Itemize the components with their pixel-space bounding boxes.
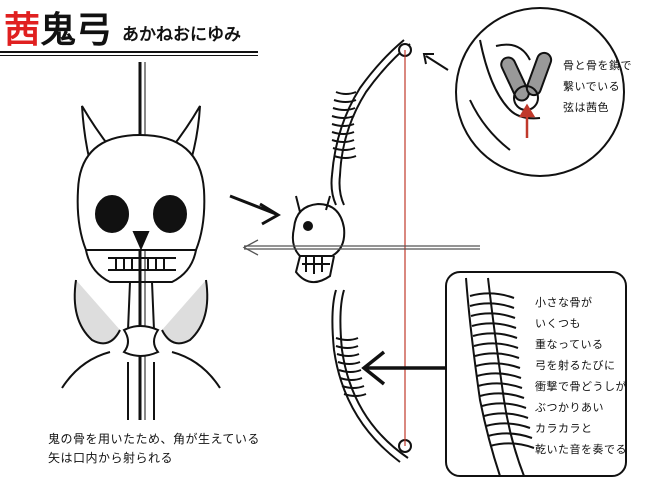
large-skull-drawing [61,62,221,420]
pointer-arrow-tip [422,53,449,71]
pointer-arrow-coil [361,350,446,386]
title-block: 茜 鬼弓 あかねおにゆみ [4,6,241,50]
caption-inset-top: 骨と骨を鎖で 繋いでいる 弦は茜色 [563,55,632,118]
caption-inset-bottom-line-7: カラカラと [535,422,593,435]
caption-inset-top-line-1: 骨と骨を鎖で [563,59,632,72]
caption-inset-bottom-line-5: 衝撃で骨どうしが [535,380,627,393]
pointer-arrow-skull [229,194,281,226]
caption-inset-bottom-line-1: 小さな骨が [535,296,593,309]
inset-circle-drawing [469,39,553,151]
caption-inset-bottom-line-8: 乾いた音を奏でる [535,443,627,456]
caption-inset-bottom-line-2: いくつも [535,317,581,330]
bow-drawing [291,39,412,463]
caption-inset-top-line-2: 繋いでいる [563,80,621,93]
inset-string-pointer [518,103,536,138]
title-reading: あかねおにゆみ [122,25,242,45]
arrow-drawing [242,239,480,256]
title-underline [0,51,258,53]
inset-box-coil [465,277,535,477]
caption-inset-bottom-line-4: 弓を射るたびに [535,359,616,372]
title-accent-char: 茜 [4,9,41,51]
title-main: 鬼弓 [40,9,113,51]
title-underline-thin [0,55,258,56]
caption-inset-bottom: 小さな骨が いくつも 重なっている 弓を射るたびに 衝撃で骨どうしが ぶつかりあ… [535,292,627,460]
caption-left-line-1: 鬼の骨を用いたため、角が生えている [48,432,260,446]
caption-inset-bottom-line-6: ぶつかりあい [535,401,604,414]
caption-left-line-2: 矢は口内から射られる [48,451,174,465]
caption-inset-bottom-line-3: 重なっている [535,338,604,351]
caption-left: 鬼の骨を用いたため、角が生えている 矢は口内から射られる [48,430,260,468]
caption-inset-top-line-3: 弦は茜色 [563,101,609,114]
